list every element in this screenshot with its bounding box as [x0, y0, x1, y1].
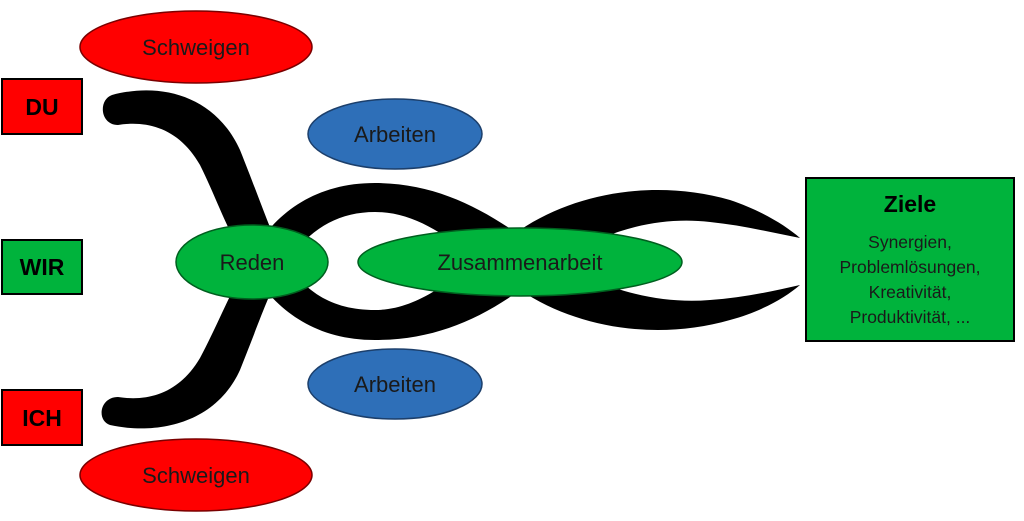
- goals-line-4: Produktivität, ...: [850, 307, 971, 327]
- reden-label: Reden: [220, 250, 285, 275]
- zusammenarbeit-label: Zusammenarbeit: [437, 250, 602, 275]
- reden-oval: Reden: [175, 224, 329, 300]
- goals-box: Ziele Synergien, Problemlösungen, Kreati…: [805, 177, 1015, 342]
- du-label: DU: [25, 94, 58, 120]
- wir-label: WIR: [20, 254, 65, 280]
- ich-label: ICH: [22, 405, 62, 431]
- goals-line-3: Kreativität,: [869, 282, 952, 302]
- du-box: DU: [1, 78, 83, 135]
- goals-line-2: Problemlösungen,: [839, 257, 980, 277]
- goals-line-1: Synergien,: [868, 232, 952, 252]
- arbeiten-bottom-oval: Arbeiten: [307, 348, 483, 420]
- schweigen-bottom-oval: Schweigen: [79, 438, 313, 512]
- goals-title: Ziele: [884, 191, 936, 217]
- schweigen-top-label: Schweigen: [142, 35, 250, 60]
- arbeiten-top-oval: Arbeiten: [307, 98, 483, 170]
- wir-box: WIR: [1, 239, 83, 295]
- arbeiten-top-label: Arbeiten: [354, 122, 436, 147]
- schweigen-top-oval: Schweigen: [79, 10, 313, 84]
- ich-box: ICH: [1, 389, 83, 446]
- arbeiten-bottom-label: Arbeiten: [354, 372, 436, 397]
- schweigen-bottom-label: Schweigen: [142, 463, 250, 488]
- zusammenarbeit-oval: Zusammenarbeit: [357, 227, 683, 297]
